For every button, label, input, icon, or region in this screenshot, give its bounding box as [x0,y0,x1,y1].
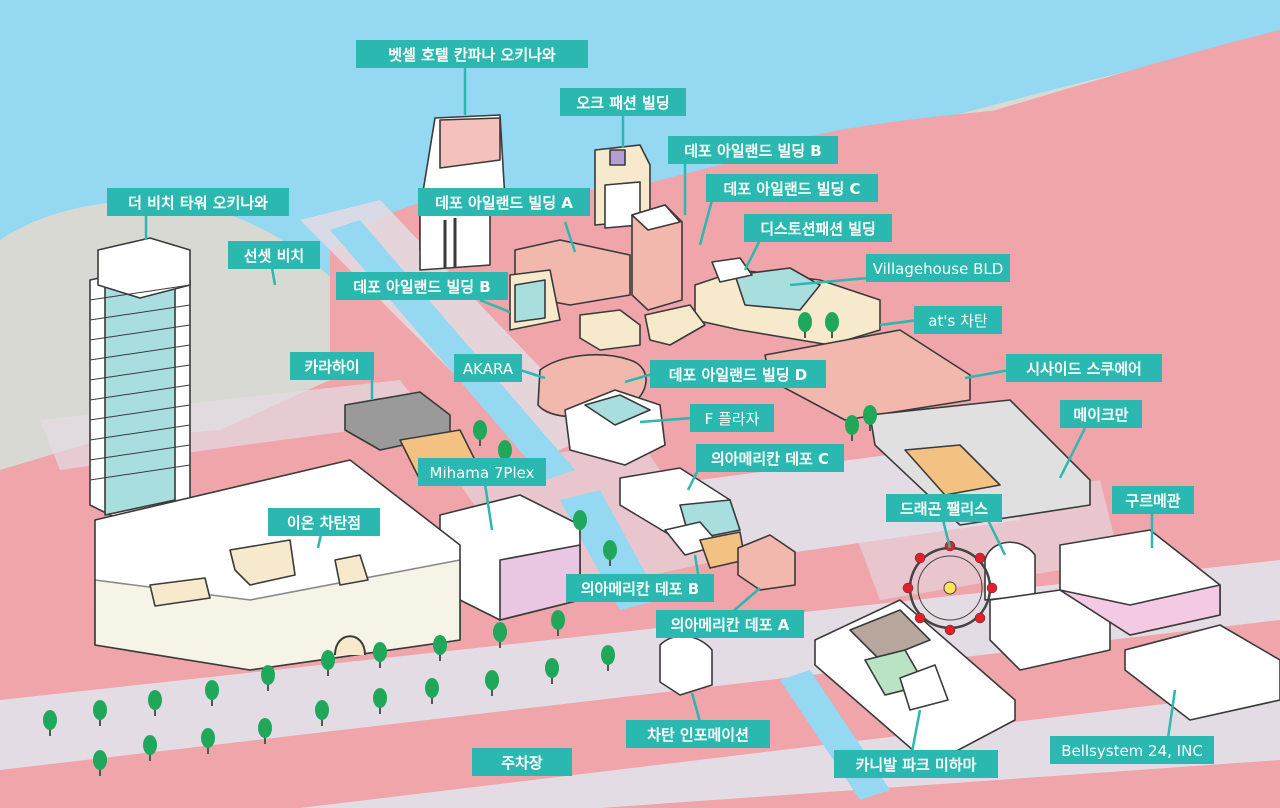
label-american-depot-c[interactable]: 의아메리칸 데포 C [696,444,844,472]
label-chatan-information-text: 차탄 인포메이션 [647,726,749,744]
label-bellsystem-text: Bellsystem 24, INC [1061,742,1203,760]
f-plaza-building [564,389,666,466]
label-mihama-7plex-text: Mihama 7Plex [430,464,535,482]
label-ats-chatan-text: at's 차탄 [928,312,988,330]
label-villagehouse-text: Villagehouse BLD [873,260,1004,278]
land-right-strip [760,30,1280,200]
label-depot-island-d[interactable]: 데포 아일랜드 빌딩 D [650,360,826,388]
label-depot-island-a[interactable]: 데포 아일랜드 빌딩 A [418,188,590,216]
chatan-information-building [659,635,713,696]
the-beach-tower-building [89,237,191,521]
label-oak-fashion[interactable]: 오크 패션 빌딩 [560,88,686,116]
label-sunset-beach[interactable]: 선셋 비치 [228,241,320,269]
label-makeman[interactable]: 메이크만 [1060,400,1142,428]
mihama-7plex-building [439,494,581,621]
label-gurume-kan-text: 구르메관 [1125,492,1180,510]
label-american-depot-a[interactable]: 의아메리칸 데포 A [656,610,804,638]
label-the-beach-tower-text: 더 비치 타워 오키나와 [128,194,268,212]
label-depot-c-text: 데포 아일랜드 빌딩 C [723,180,860,198]
american-depot-b-building [664,521,746,569]
label-depot-d-text: 데포 아일랜드 빌딩 D [669,366,808,384]
depot-island-d-building [579,304,706,351]
label-sunset-beach-text: 선셋 비치 [244,247,304,265]
makeman-building [869,399,1091,526]
label-carnival-park[interactable]: 카니발 파크 미하마 [834,750,998,778]
label-bessel-hotel[interactable]: 벳셀 호텔 칸파나 오키나와 [356,40,588,68]
label-parking[interactable]: 주차장 [472,748,572,776]
label-carnival-park-text: 카니발 파크 미하마 [856,756,977,774]
label-f-plaza[interactable]: F 플라자 [690,404,774,432]
label-depot-island-b-top[interactable]: 데포 아일랜드 빌딩 B [668,136,838,164]
bessel-hotel-building [419,114,506,271]
label-american-b-text: 의아메리칸 데포 B [581,580,699,598]
depot-island-a-building [509,239,631,331]
label-dragon-palace-text: 드래곤 팰리스 [900,500,988,518]
oak-fashion-building [594,144,651,229]
label-american-a-text: 의아메리칸 데포 A [671,616,790,634]
label-depot-island-b-left[interactable]: 데포 아일랜드 빌딩 B [336,272,508,300]
label-dragon-palace[interactable]: 드래곤 팰리스 [886,494,1002,522]
label-akara[interactable]: AKARA [454,354,522,382]
label-depot-b-left-text: 데포 아일랜드 빌딩 B [353,278,491,296]
label-depot-a-text: 데포 아일랜드 빌딩 A [435,194,573,212]
label-depot-island-c[interactable]: 데포 아일랜드 빌딩 C [706,174,878,202]
carnival-park-building [814,599,1016,766]
label-parking-text: 주차장 [501,754,543,772]
label-the-beach-tower[interactable]: 더 비치 타워 오키나와 [107,188,289,216]
label-oak-fashion-text: 오크 패션 빌딩 [576,94,669,112]
label-gurume-kan[interactable]: 구르메관 [1112,486,1194,514]
leader-lines [144,66,1177,753]
label-bellsystem[interactable]: Bellsystem 24, INC [1050,736,1214,764]
label-karahai-text: 카라하이 [304,358,359,376]
gurume-kan-building [1059,529,1221,636]
label-seaside-square-text: 시사이드 스쿠에어 [1026,360,1142,378]
label-seaside-square[interactable]: 시사이드 스쿠에어 [1006,354,1162,382]
label-chatan-information[interactable]: 차탄 인포메이션 [626,720,770,748]
label-bessel-hotel-text: 벳셀 호텔 칸파나 오키나와 [388,46,556,64]
label-aeon-chatan-text: 이온 차탄점 [287,514,361,532]
label-depot-b-top-text: 데포 아일랜드 빌딩 B [684,142,822,160]
depot-island-b-building [631,204,683,311]
label-american-depot-b[interactable]: 의아메리칸 데포 B [566,574,714,602]
label-mihama-7plex[interactable]: Mihama 7Plex [418,458,546,486]
bellsystem-building [1124,624,1280,721]
label-aeon-chatan[interactable]: 이온 차탄점 [268,508,380,536]
label-karahai[interactable]: 카라하이 [290,352,374,380]
label-distoshen-text: 디스토션패션 빌딩 [760,220,876,238]
label-villagehouse[interactable]: Villagehouse BLD [866,254,1010,282]
label-distoshen[interactable]: 디스토션패션 빌딩 [744,214,892,242]
trees [43,312,877,776]
label-american-c-text: 의아메리칸 데포 C [711,450,829,468]
label-akara-text: AKARA [463,360,514,378]
label-f-plaza-text: F 플라자 [705,410,760,428]
american-depot-a-building [737,534,796,591]
label-ats-chatan[interactable]: at's 차탄 [914,306,1002,334]
label-makeman-text: 메이크만 [1073,406,1128,424]
